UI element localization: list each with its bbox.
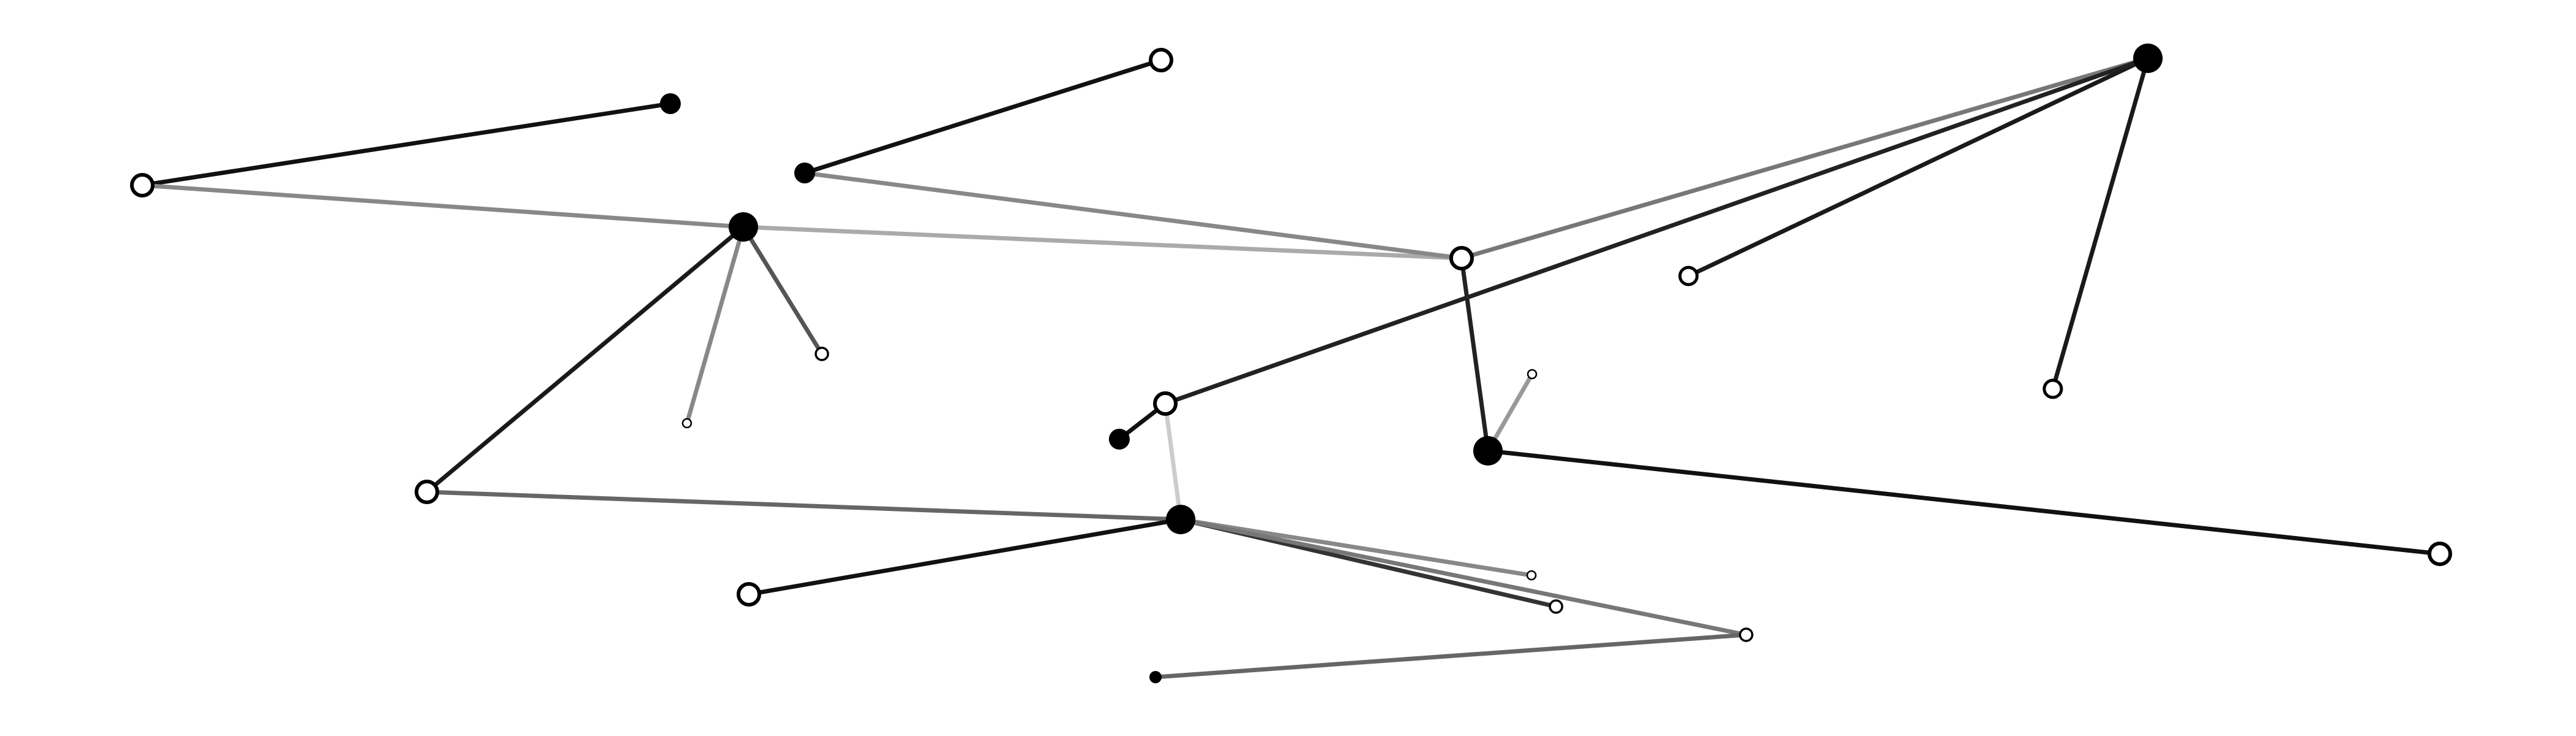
edge-n7-n8 <box>1686 56 2150 278</box>
node-n18 <box>737 582 761 607</box>
edge-n17-n18 <box>746 517 1183 597</box>
edge-layer <box>140 56 2442 680</box>
node-n14 <box>1527 369 1538 380</box>
node-n5 <box>1149 48 1173 72</box>
node-n21 <box>1739 627 1754 642</box>
node-n6 <box>1449 246 1474 270</box>
edge-n7-n23 <box>2050 56 2150 391</box>
edge-n6-n15 <box>1459 256 1490 453</box>
edge-n1-n3 <box>140 183 746 229</box>
edge-n3-n9 <box>424 224 746 494</box>
edge-n3-n10 <box>741 224 824 356</box>
node-n4 <box>794 163 815 183</box>
node-n20 <box>1549 599 1563 614</box>
edge-n6-n7 <box>1459 56 2150 261</box>
node-n8 <box>1678 266 1699 286</box>
node-n9 <box>415 480 439 504</box>
node-n22 <box>1149 671 1162 683</box>
edge-n22-n21 <box>1153 632 1749 680</box>
node-layer <box>130 44 2452 683</box>
edge-n9-n17 <box>424 489 1183 522</box>
edge-n12-n17 <box>1163 401 1183 522</box>
edge-n14-n15 <box>1485 372 1535 453</box>
edge-n7-n12 <box>1163 56 2150 406</box>
edge-n17-n21 <box>1178 517 1749 637</box>
node-n13 <box>1109 429 1130 450</box>
edge-n4-n6 <box>802 171 1464 261</box>
node-n15 <box>1473 436 1503 466</box>
edge-n4-n5 <box>802 58 1163 175</box>
node-n23 <box>2042 378 2063 399</box>
edge-n3-n11 <box>684 224 746 426</box>
node-n1 <box>130 173 155 197</box>
edge-n1-n2 <box>140 101 673 188</box>
edge-n15-n16 <box>1485 448 2442 556</box>
node-n11 <box>681 418 692 429</box>
node-n2 <box>660 93 681 114</box>
edge-n3-n6 <box>741 224 1464 261</box>
node-n12 <box>1153 391 1178 416</box>
node-n19 <box>1526 570 1537 581</box>
node-n17 <box>1166 505 1195 534</box>
node-n16 <box>2428 542 2452 566</box>
node-n7 <box>2133 44 2163 73</box>
edge-n17-n19 <box>1178 517 1534 578</box>
node-n3 <box>729 212 758 242</box>
node-n10 <box>815 347 829 361</box>
